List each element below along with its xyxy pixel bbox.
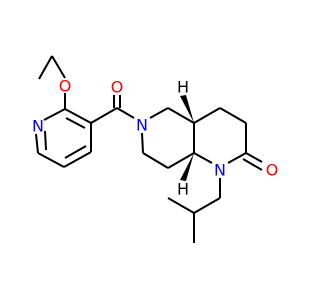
bond-c8-c7 [142, 152, 169, 169]
bond-carbonyl-n [116, 107, 135, 119]
lactam-oxygen-label: O [266, 161, 279, 180]
wedge-bond-bottom [180, 153, 194, 181]
bond-c8a-c8 [167, 152, 195, 169]
wedge-bond-top [180, 95, 194, 123]
structure-svg: N O O N N O H H [32, 55, 279, 243]
bond-ch2-ch [193, 197, 221, 214]
bond-c2-o-b [242, 158, 263, 171]
bond-c5-c4-inner [64, 145, 87, 159]
bond-c2-n1 [43, 108, 66, 121]
bond-n6-c5 [149, 107, 169, 119]
bond-methylene-oxygen [51, 55, 66, 79]
bond-c2-n1 [227, 152, 247, 164]
bond-c3-c2 [64, 108, 92, 124]
bond-ch-ch3-b [167, 197, 195, 214]
bond-c5-c4 [63, 151, 92, 168]
ether-oxygen-label: O [59, 77, 72, 96]
bond-c7-n6 [141, 132, 144, 154]
bond-c6-c5 [37, 152, 65, 168]
bond-c5-c4a [167, 107, 195, 124]
bond-methyl-methylene [38, 55, 53, 80]
bond-n1-c6-inner [44, 130, 47, 151]
bond-c4-c3 [219, 107, 247, 124]
bond-n1-c6 [35, 133, 39, 154]
piperidine-nitrogen-label: N [136, 116, 148, 135]
bond-c3-carbonyl [90, 107, 118, 124]
bond-c3-c2-inner [65, 117, 86, 129]
amide-oxygen-label: O [111, 78, 124, 97]
lactam-nitrogen-label: N [214, 161, 226, 180]
bond-c2-o-a [245, 152, 263, 163]
molecule-diagram: N O O N N O H H [32, 55, 279, 243]
bond-n1-c8a [193, 152, 213, 164]
stereo-hydrogen-top-label: H [177, 78, 189, 97]
bond-c4a-c4 [193, 107, 221, 124]
pyridine-nitrogen-label: N [32, 117, 44, 136]
stereo-hydrogen-bottom-label: H [177, 180, 189, 199]
